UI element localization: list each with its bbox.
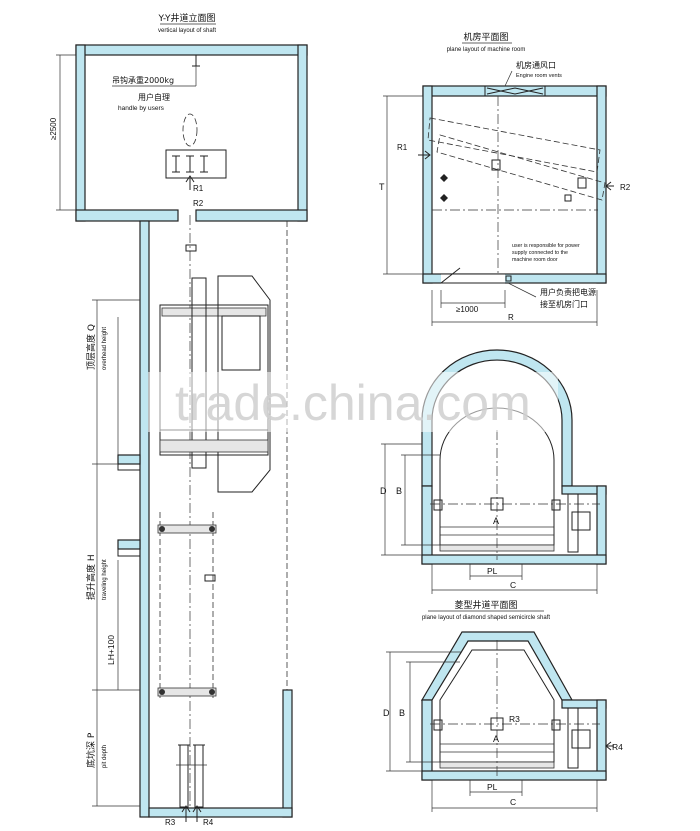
- machine-room-title: 机房平面图: [463, 31, 508, 43]
- pit-buffers: [176, 744, 207, 808]
- power-en-2: supply connected to the: [512, 250, 568, 256]
- landing-slab-upper: [117, 454, 141, 465]
- diamond-plan: 菱型井道平面图 plane layout of diamond shaped s…: [383, 599, 623, 812]
- mr-r2: R2: [620, 183, 631, 192]
- pit-floor: [148, 807, 293, 818]
- travel-cn: 提升高度 H: [85, 554, 97, 600]
- pit-cn: 底坑深 P: [85, 732, 97, 768]
- machine-room-plan: 机房平面图 plane layout of machine room 机房通风口…: [379, 31, 631, 326]
- power-cn-2: 接至机房门口: [540, 299, 588, 309]
- hook-load-label: 吊钩承重2000kg: [112, 75, 174, 85]
- elev-r1: R1: [193, 184, 204, 193]
- mr-left-wall: [422, 85, 433, 284]
- diamond-a: A: [493, 734, 499, 744]
- mr-bottom-wall: [422, 273, 607, 284]
- machine-room-left-wall: [75, 44, 86, 222]
- shaft-left-wall: [139, 220, 150, 818]
- lh-label: LH+100: [106, 635, 116, 665]
- diamond-c: C: [510, 797, 516, 807]
- door-min: ≥1000: [456, 305, 479, 314]
- machine-floor-left: [75, 209, 179, 222]
- diamond-subtitle: plane layout of diamond shaped semicircl…: [422, 615, 550, 621]
- semi-left-wall: [421, 485, 433, 565]
- diamond-b: B: [399, 708, 405, 718]
- travel-en: traveling height: [102, 559, 108, 600]
- vent-cn: 机房通风口: [516, 60, 556, 70]
- elev-r4: R4: [203, 818, 214, 827]
- roof-slab: [75, 44, 308, 56]
- machine-room-subtitle: plane layout of machine room: [447, 47, 526, 53]
- mr-r1: R1: [397, 143, 408, 152]
- elevation-subtitle: vertical layout of shaft: [158, 28, 216, 34]
- diamond-pl: PL: [487, 782, 498, 792]
- elevation-title: Y-Y井道立面图: [157, 12, 215, 24]
- traction-machine: [165, 149, 227, 179]
- mr-top-wall: [422, 85, 607, 97]
- diamond-title: 菱型井道平面图: [454, 599, 517, 611]
- pit-en: pit depth: [102, 745, 108, 768]
- semi-bottom-wall: [421, 554, 607, 565]
- diamond-left-wall: [421, 699, 433, 781]
- diamond-right-wall: [596, 699, 607, 781]
- semi-d: D: [380, 486, 387, 496]
- height-min-label: ≥2500: [49, 117, 58, 140]
- user-handle-en: handle by users: [118, 105, 165, 112]
- elev-r2: R2: [193, 199, 204, 208]
- semi-right-wall: [596, 485, 607, 565]
- semi-pl: PL: [487, 566, 498, 576]
- counterweight: [157, 512, 217, 700]
- sheave-outline: [182, 113, 198, 147]
- machine-room-right-wall: [297, 44, 308, 222]
- semi-c: C: [510, 580, 516, 590]
- vent-en: Engine room vents: [516, 73, 562, 79]
- semi-a: A: [493, 516, 499, 526]
- overhead-cn: 顶层高度 Q: [85, 324, 97, 370]
- power-en-1: user is responsible for power: [512, 243, 580, 249]
- diamond-r3: R3: [509, 714, 520, 724]
- watermark: trade.china.com: [175, 375, 531, 431]
- shaft-elevation: Y-Y井道立面图 vertical layout of shaft 吊钩承重20…: [49, 12, 308, 827]
- overhead-en: overhead height: [102, 327, 108, 370]
- semi-b: B: [396, 486, 402, 496]
- machine-floor-right: [195, 209, 308, 222]
- user-handle-cn: 用户自理: [138, 92, 170, 102]
- shaft-right-wall-pit: [282, 689, 293, 818]
- power-cn-1: 用户负责把电源: [540, 287, 596, 297]
- diamond-d: D: [383, 708, 390, 718]
- power-en-3: machine room door: [512, 257, 558, 263]
- diamond-bottom-wall: [421, 770, 607, 781]
- mr-t: T: [379, 182, 385, 192]
- mr-r: R: [508, 313, 514, 322]
- landing-slab-lower: [117, 539, 141, 550]
- elev-r3: R3: [165, 818, 176, 827]
- semicircle-plan: D B A PL C: [380, 349, 607, 594]
- diamond-r4: R4: [612, 742, 623, 752]
